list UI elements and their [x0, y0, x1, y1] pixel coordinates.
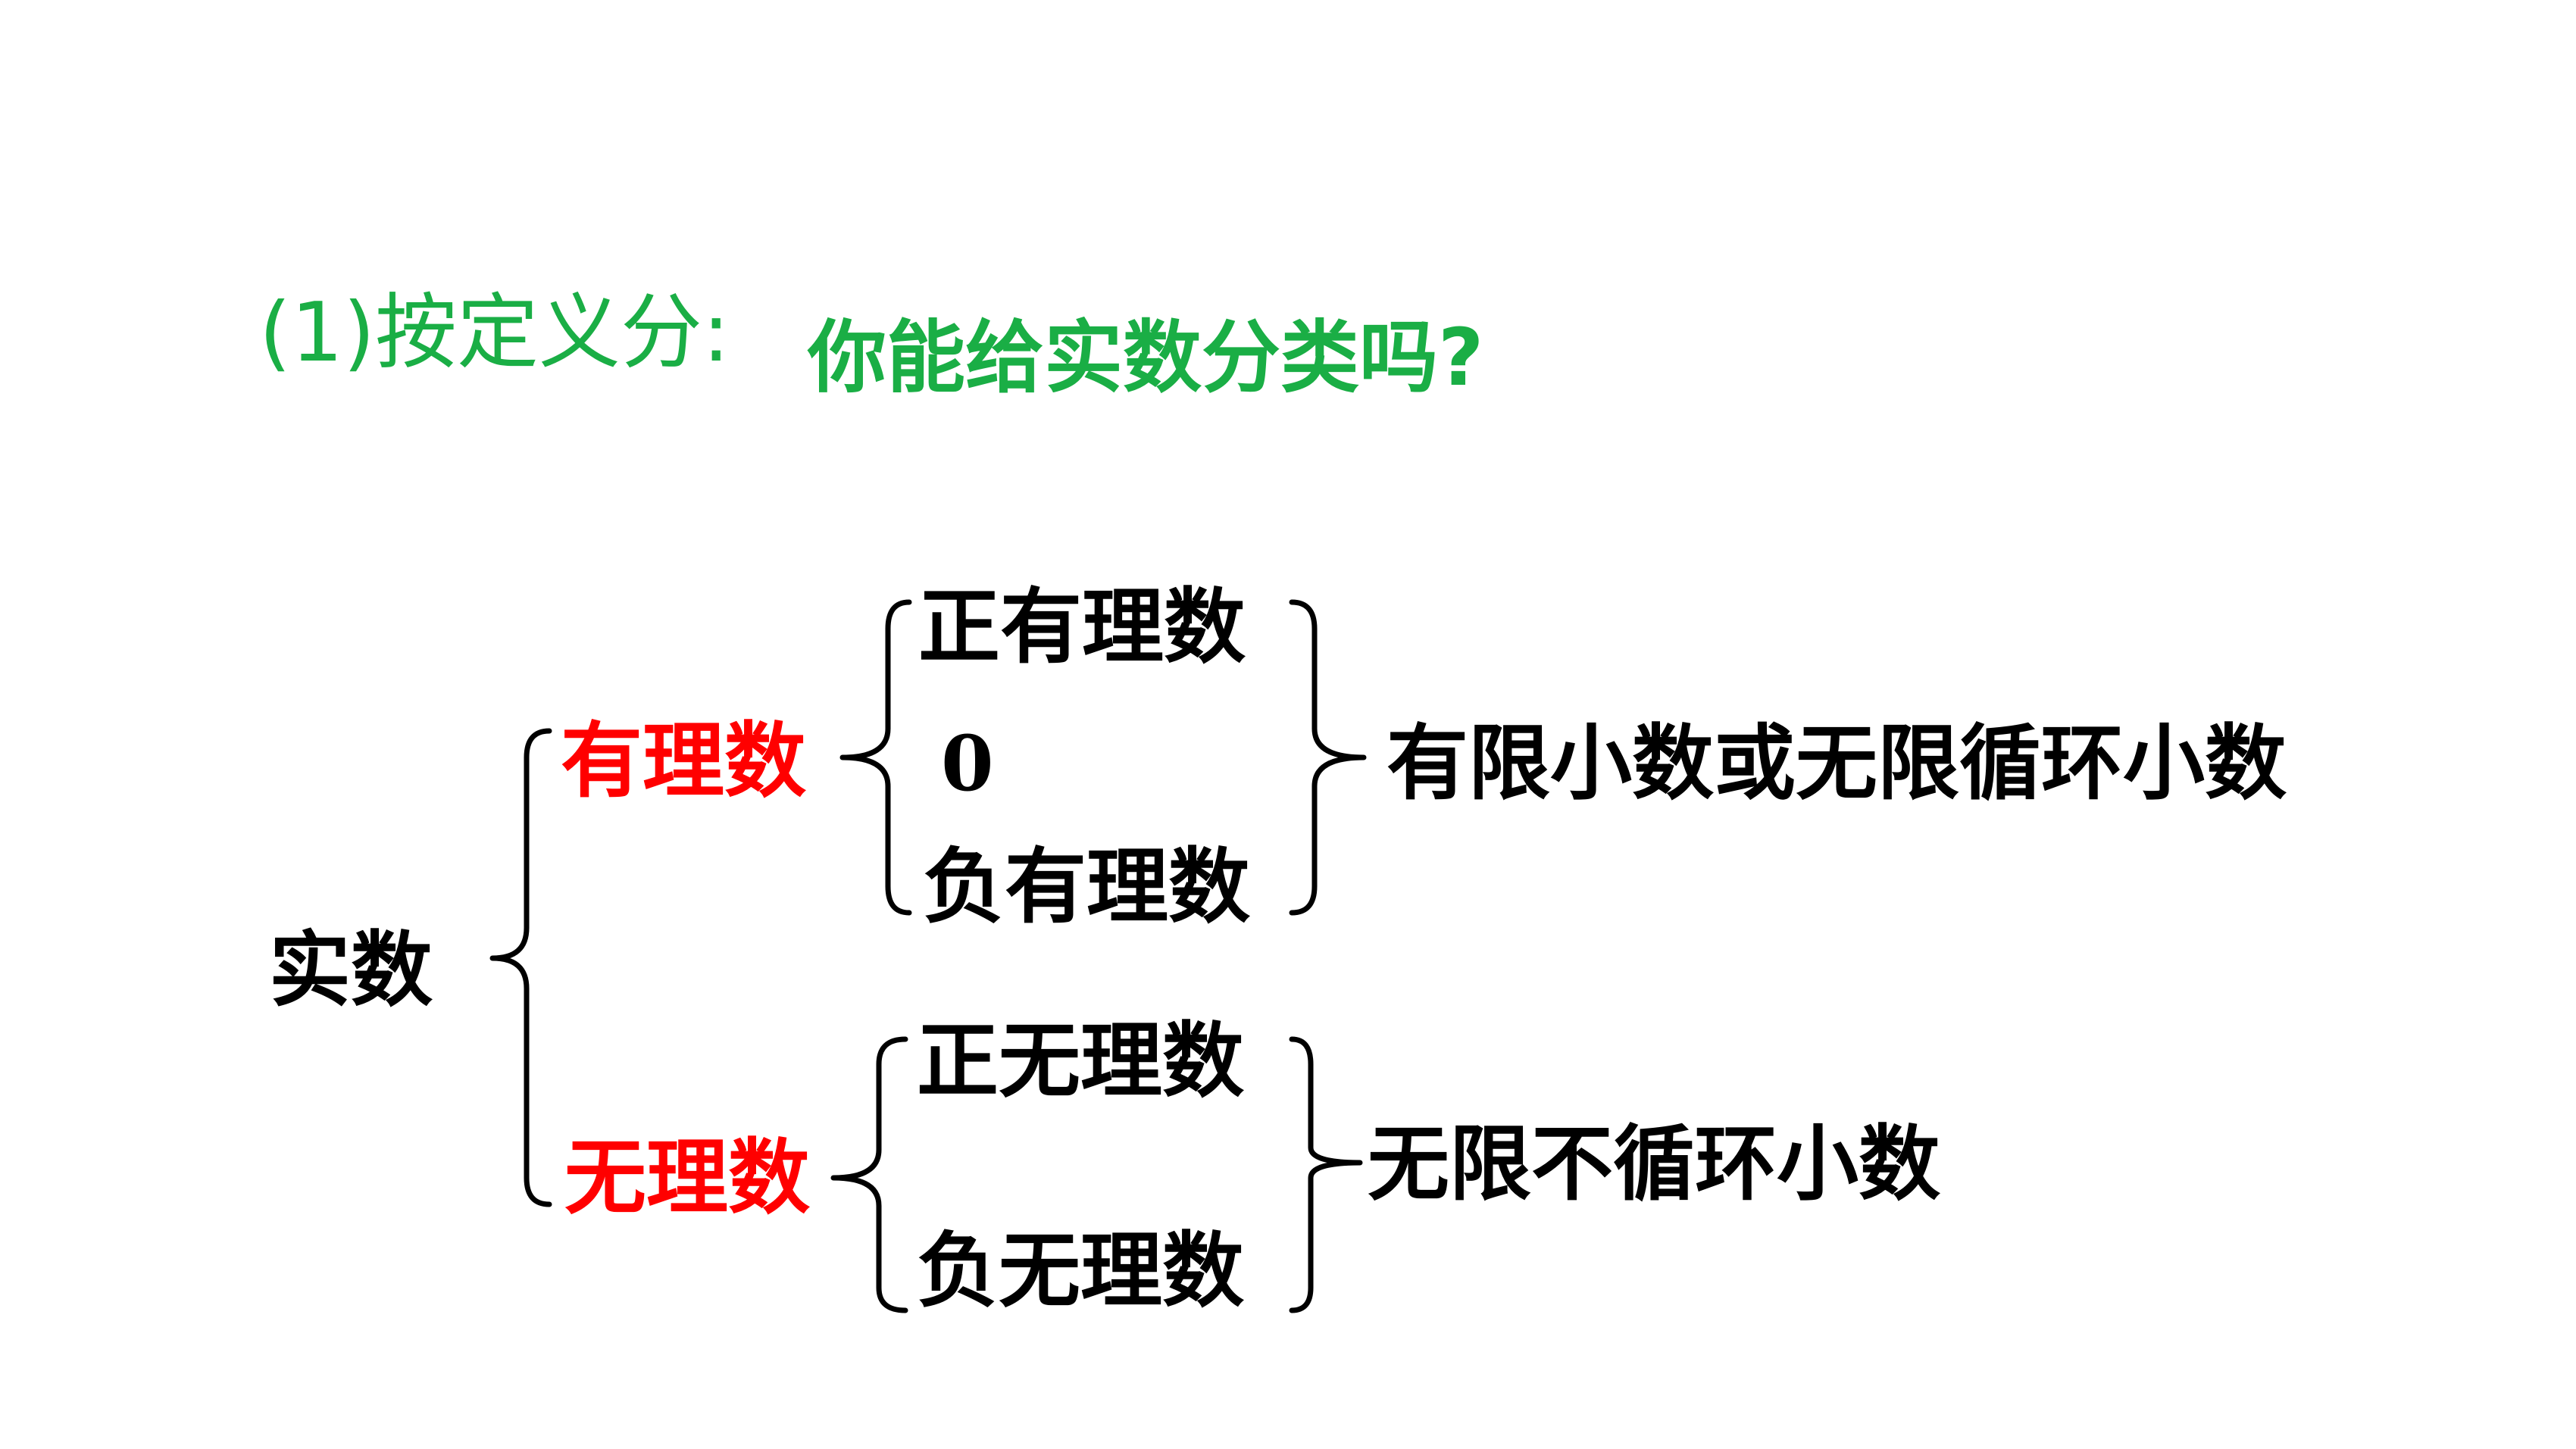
root-brace — [489, 728, 552, 1207]
irrational-children-brace — [830, 1036, 908, 1313]
heading-question: 你能给实数分类吗? — [808, 311, 1484, 404]
root-label: 实数 — [269, 923, 433, 1018]
irrational-label: 无理数 — [564, 1131, 811, 1226]
irrational-description-brace — [1289, 1036, 1363, 1313]
negative-irrational-label: 负无理数 — [917, 1224, 1245, 1319]
zero-label: 0 — [941, 719, 994, 808]
irrational-description: 无限不循环小数 — [1368, 1117, 1941, 1212]
heading-prefix: (1)按定义分: — [259, 286, 730, 380]
negative-rational-label: 负有理数 — [923, 840, 1251, 935]
rational-description-brace — [1289, 599, 1367, 916]
positive-irrational-label: 正无理数 — [917, 1014, 1245, 1109]
rational-description: 有限小数或无限循环小数 — [1386, 717, 2287, 811]
rational-label: 有理数 — [561, 714, 807, 809]
rational-children-brace — [839, 599, 912, 916]
positive-rational-label: 正有理数 — [918, 580, 1246, 675]
